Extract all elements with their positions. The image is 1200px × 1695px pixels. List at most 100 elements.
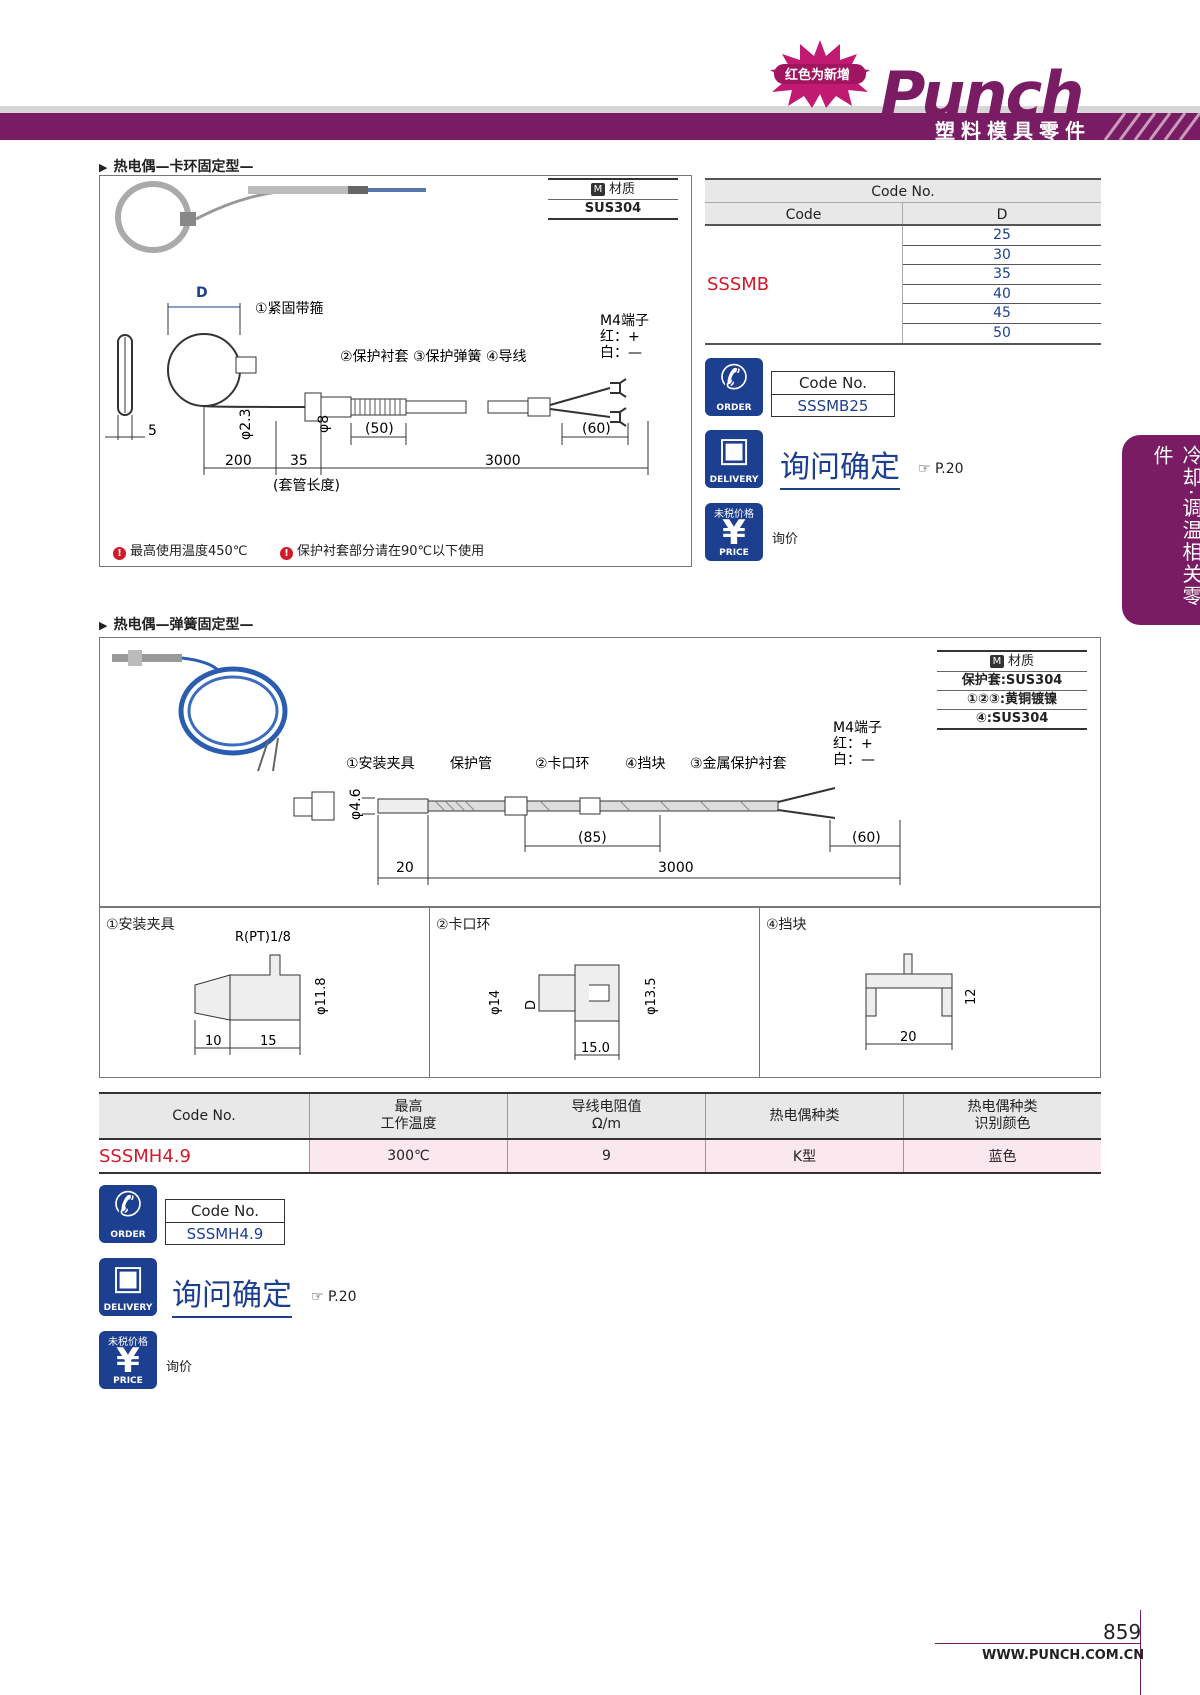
d-value: 35	[903, 265, 1101, 285]
delivery-icon[interactable]: ▣DELIVERY	[705, 430, 763, 488]
dim-d135: φ13.5	[644, 977, 659, 1015]
spec-header: 热电偶种类 识别颜色	[967, 1099, 1038, 1132]
dim-200: 200	[225, 453, 252, 469]
delivery-page-ref[interactable]: ☞ P.20	[311, 1289, 357, 1305]
spec-header: 最高 工作温度	[310, 1094, 508, 1138]
order-icon[interactable]: ✆ORDER	[99, 1185, 157, 1243]
dim-3000: 3000	[485, 453, 521, 469]
dim-dia: φ11.8	[314, 977, 329, 1015]
footer-rule-vertical	[1140, 1610, 1141, 1695]
category-side-tab[interactable]: 冷却·调温相关零件	[1122, 435, 1200, 625]
detail-title: ④挡块	[766, 917, 807, 933]
dim-3000: 3000	[658, 860, 694, 876]
delivery-text: 询问确定	[172, 1276, 292, 1318]
dim-d14: φ14	[488, 990, 503, 1015]
footer-rule	[935, 1643, 1140, 1644]
ring-detail-drawing: φ14 D φ13.5 15.0	[488, 964, 659, 1060]
dim-50: (50)	[365, 421, 394, 437]
price-icon[interactable]: 未税价格¥PRICE	[99, 1331, 157, 1389]
drawing-panel	[99, 175, 692, 567]
warning-sleeve-temp: !保护衬套部分请在90℃以下使用	[280, 540, 484, 560]
price-text: 询价	[772, 532, 799, 547]
label-white: 白：—	[600, 345, 642, 361]
order-code-box: Code No.SSSMH4.9	[165, 1199, 285, 1245]
order-icon[interactable]: ✆ORDER	[705, 358, 763, 416]
new-badge-burst-icon	[770, 40, 870, 108]
d-value: 40	[903, 285, 1101, 304]
dim-d23: φ2.3	[238, 409, 254, 441]
dim-20: 20	[396, 860, 414, 876]
dim-60: (60)	[582, 421, 611, 437]
dim-35: 35	[290, 453, 308, 469]
dim-l1: 10	[205, 1034, 222, 1049]
dim-60: (60)	[852, 830, 881, 846]
dim-l2: 15	[260, 1034, 277, 1049]
spec-cell: 300℃	[310, 1140, 508, 1172]
brand-subtitle: 塑料模具零件	[935, 119, 1091, 143]
dim-l: 15.0	[581, 1041, 610, 1056]
dim-h: 12	[964, 988, 979, 1005]
label-p1: ①安装夹具	[346, 756, 415, 772]
dimension-drawing: 5 D ①紧固带箍 ②保护衬套 ③保护弹簧 ④导线 M4端子 红：+ 白：— φ…	[105, 285, 649, 494]
label-red: 红：+	[600, 329, 640, 345]
thread-label: R(PT)1/8	[235, 930, 291, 945]
spec-header: Code No.	[99, 1094, 310, 1138]
clamp-detail-drawing: R(PT)1/8 φ11.8 10 15	[194, 930, 329, 1055]
header-stripes	[1103, 113, 1200, 140]
dim-w: 20	[900, 1030, 917, 1045]
dim-d: D	[196, 285, 208, 301]
footer-url[interactable]: WWW.PUNCH.COM.CN	[982, 1648, 1145, 1663]
spec-header: 热电偶种类	[706, 1094, 904, 1138]
detail-panel-stop	[759, 907, 1101, 1078]
spec-cell: 9	[508, 1140, 706, 1172]
label-red: 红：+	[833, 736, 873, 752]
delivery-text: 询问确定	[780, 448, 900, 490]
label-p3: ③金属保护衬套	[690, 756, 787, 772]
detail-title: ①安装夹具	[106, 917, 175, 933]
order-code-box: Code No.SSSMB25	[771, 371, 895, 417]
spec-cell: K型	[706, 1140, 904, 1172]
d-value: 50	[993, 324, 1011, 341]
label-band: ①紧固带箍	[255, 300, 324, 317]
spec-code: SSSMH4.9	[99, 1140, 310, 1172]
d-value: 45	[903, 304, 1101, 324]
delivery-icon[interactable]: ▣DELIVERY	[99, 1258, 157, 1316]
section-title: 热电偶—卡环固定型—	[99, 156, 253, 176]
spec-cell: 蓝色	[904, 1140, 1101, 1172]
delivery-page-ref[interactable]: ☞ P.20	[918, 461, 964, 477]
d-value: 30	[903, 246, 1101, 265]
label-m4: M4端子	[600, 313, 649, 329]
product-photo	[112, 650, 288, 772]
price-icon[interactable]: 未税价格¥PRICE	[705, 503, 763, 561]
brand-logo: Punch	[880, 58, 1084, 131]
spec-header: 导线电阻值 Ω/m	[508, 1094, 706, 1138]
dim-sleeve-length: (套管长度)	[273, 478, 340, 494]
dimension-drawing: ①安装夹具 保护管 ②卡口环 ④挡块 ③金属保护衬套 M4端子 红：+ 白：— …	[293, 720, 901, 885]
label-p2: ②卡口环	[535, 756, 590, 772]
section-title: 热电偶—弹簧固定型—	[99, 614, 253, 634]
label-white: 白：—	[833, 752, 875, 768]
dim-d8: φ8	[316, 415, 332, 433]
spec-table: Code No. 最高 工作温度 导线电阻值 Ω/m 热电偶种类 热电偶种类 识…	[99, 1092, 1101, 1174]
dim-85: (85)	[578, 830, 607, 846]
header-top-stripe	[0, 106, 1200, 113]
label-parts: ②保护衬套 ③保护弹簧 ④导线	[340, 349, 527, 365]
dim-d46: φ4.6	[348, 788, 364, 820]
drawing-panel	[99, 637, 1101, 907]
page-number: 859	[1103, 1620, 1142, 1644]
dim-5: 5	[148, 423, 157, 439]
label-p4: ④挡块	[625, 756, 666, 772]
new-badge-label: 红色为新增	[785, 68, 851, 83]
price-text: 询价	[166, 1360, 193, 1375]
stop-detail-drawing: 12 20	[865, 953, 979, 1050]
label-pipe: 保护管	[450, 756, 492, 772]
code-value: SSSMB	[705, 226, 903, 343]
product-photo	[115, 181, 426, 253]
header-band	[0, 113, 1200, 140]
detail-title: ②卡口环	[436, 917, 491, 933]
dim-d: D	[524, 1000, 539, 1010]
label-m4: M4端子	[833, 720, 882, 736]
